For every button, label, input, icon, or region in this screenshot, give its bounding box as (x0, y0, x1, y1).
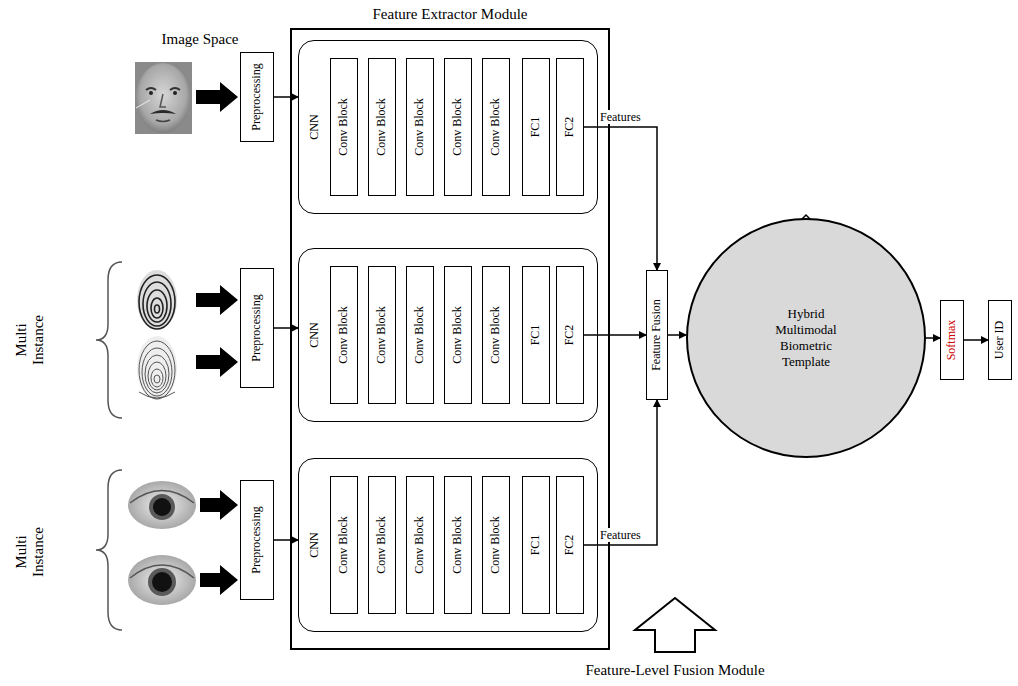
node-text: FC2 (563, 535, 576, 556)
node-text: Conv Block (375, 306, 388, 364)
fc-layer: FC1 (522, 476, 550, 614)
node-text: Conv Block (375, 516, 388, 574)
node-text: FC1 (529, 117, 542, 138)
hollow-arrow (635, 598, 715, 652)
conv-block: Conv Block (406, 58, 434, 196)
node-text: Preprocessing (250, 506, 263, 573)
preprocessing-box: Preprocessing (240, 268, 274, 388)
fc-layer: FC1 (522, 58, 550, 196)
node-text: Conv Block (375, 98, 388, 156)
node-text: Conv Block (413, 98, 426, 156)
preprocessing-box: Preprocessing (240, 52, 274, 142)
fc-layer: FC1 (522, 266, 550, 404)
connector (584, 127, 657, 270)
conv-block: Conv Block (444, 58, 472, 196)
fingerprint-image (137, 270, 177, 330)
conv-block: Conv Block (482, 266, 510, 404)
node-text: Conv Block (451, 516, 464, 574)
multi-instance-label: Multi Instance (13, 300, 48, 380)
node-text: Softmax (945, 320, 958, 361)
fusion-box: Feature Fusion (646, 270, 668, 400)
image-space-label: Image Space (140, 30, 260, 48)
node-text: FC2 (563, 325, 576, 346)
node-text: Conv Block (337, 306, 350, 364)
output-box: User ID (988, 300, 1012, 380)
bracket (96, 470, 122, 630)
fingerprint-image (137, 336, 177, 400)
iris-image (128, 481, 196, 529)
conv-block: Conv Block (444, 476, 472, 614)
node-text: User ID (993, 321, 1006, 359)
node-text: FC1 (529, 535, 542, 556)
node-text: Conv Block (489, 98, 502, 156)
conv-block: Conv Block (368, 58, 396, 196)
conv-block: Conv Block (368, 476, 396, 614)
fc-layer: FC2 (556, 476, 584, 614)
node-text: Conv Block (489, 516, 502, 574)
template-text: Hybrid Multimodal Biometric Template (756, 306, 856, 371)
conv-block: Conv Block (330, 58, 358, 196)
node-text: Conv Block (489, 306, 502, 364)
connector (668, 334, 686, 336)
cnn-group: CNN Conv Block Conv Block Conv Block Conv Bl… (298, 458, 598, 632)
node-text: Conv Block (337, 98, 350, 156)
connector (274, 327, 298, 329)
connector (584, 334, 646, 336)
cnn-group: CNN Conv Block Conv Block Conv Block Conv Bl… (298, 40, 598, 214)
iris-image (128, 555, 196, 605)
multi-instance-label: Multi Instance (13, 512, 48, 592)
fc-layer: FC2 (556, 266, 584, 404)
conv-block: Conv Block (482, 476, 510, 614)
preprocessing-box: Preprocessing (240, 480, 274, 600)
connector (584, 400, 657, 545)
cnn-group: CNN Conv Block Conv Block Conv Block Conv Bl… (298, 248, 598, 422)
template-circle: Hybrid Multimodal Biometric Template (686, 218, 926, 458)
conv-block: Conv Block (444, 266, 472, 404)
connector (926, 337, 940, 339)
connector (964, 339, 988, 341)
node-text: CNN (308, 532, 321, 557)
edge-label: Features (598, 528, 643, 542)
connector (274, 539, 298, 541)
conv-block: Conv Block (368, 266, 396, 404)
node-text: Preprocessing (250, 294, 263, 361)
node-text: Conv Block (413, 306, 426, 364)
node-text: Preprocessing (250, 63, 263, 130)
conv-block: Conv Block (482, 58, 510, 196)
node-text: Conv Block (413, 516, 426, 574)
node-text: Conv Block (451, 98, 464, 156)
node-text: Conv Block (337, 516, 350, 574)
module-box: Feature Extractor ModuleCNNConv BlockCon… (290, 28, 610, 650)
input-arrow (196, 82, 238, 595)
node-text: CNN (308, 114, 321, 139)
conv-block: Conv Block (330, 476, 358, 614)
node-text: Conv Block (451, 306, 464, 364)
node-text: CNN (308, 322, 321, 347)
conv-block: Conv Block (406, 476, 434, 614)
fc-layer: FC2 (556, 58, 584, 196)
node-text: Feature Fusion (650, 299, 663, 371)
connector (274, 96, 298, 98)
face-image (135, 62, 192, 134)
node-text: FC2 (563, 117, 576, 138)
conv-block: Conv Block (330, 266, 358, 404)
module-title: Feature Extractor Module (292, 6, 608, 23)
bracket (96, 262, 122, 418)
fusion-module-label: Feature-Level Fusion Module (540, 661, 810, 679)
conv-block: Conv Block (406, 266, 434, 404)
node-text: FC1 (529, 325, 542, 346)
softmax-box: Softmax (940, 300, 964, 380)
edge-label: Features (598, 110, 643, 124)
